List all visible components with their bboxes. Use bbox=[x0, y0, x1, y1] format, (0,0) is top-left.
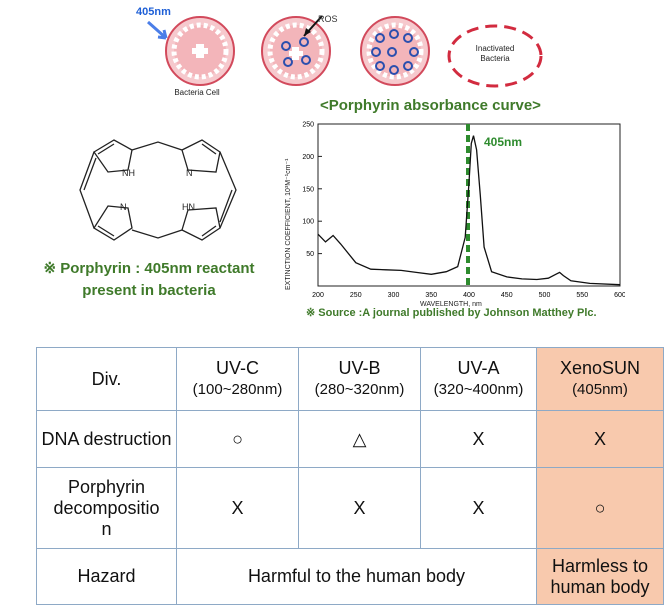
porph-uva: X bbox=[420, 467, 537, 549]
inactivated-bacteria-label: Inactivated Bacteria bbox=[475, 44, 515, 63]
absorbance-curve bbox=[317, 135, 621, 286]
inactivated-bacteria-icon bbox=[447, 24, 543, 88]
n-label: N bbox=[186, 168, 193, 178]
y-tick-label: 250 bbox=[302, 122, 314, 129]
x-tick-label: 350 bbox=[425, 292, 437, 299]
table-header-row: Div. UV-C(100~280nm) UV-B(280~320nm) UV-… bbox=[36, 347, 664, 411]
dna-uvc: ○ bbox=[176, 410, 299, 468]
porphyrin-note-line2: present in bacteria bbox=[82, 282, 216, 299]
damaged-cell-icon bbox=[360, 16, 430, 86]
y-axis-label: EXTINCTION COEFFICIENT, 10³M⁻¹cm⁻¹ bbox=[285, 158, 292, 290]
y-tick-label: 100 bbox=[302, 219, 314, 226]
dna-label: DNA destruction bbox=[36, 410, 177, 468]
uvc-header: UV-C(100~280nm) bbox=[176, 347, 299, 411]
porph-uvb: X bbox=[298, 467, 421, 549]
hazard-harmful: Harmful to the human body bbox=[176, 548, 537, 605]
uv-comparison-table: Div. UV-C(100~280nm) UV-B(280~320nm) UV-… bbox=[36, 347, 664, 605]
y-tick-label: 150 bbox=[302, 186, 314, 193]
ros-attacked-cell-icon bbox=[261, 15, 331, 86]
x-tick-label: 250 bbox=[350, 292, 362, 299]
x-tick-label: 200 bbox=[312, 292, 324, 299]
nh-label: NH bbox=[122, 168, 135, 178]
y-tick-label: 200 bbox=[302, 154, 314, 161]
porphyrin-molecule-diagram: NH N N HN bbox=[79, 139, 237, 241]
table-row-hazard: Hazard Harmful to the human body Harmles… bbox=[36, 548, 664, 605]
table-row-dna: DNA destruction ○ △ X X bbox=[36, 410, 664, 468]
source-text: A journal published by Johnson Matthey P… bbox=[362, 307, 597, 319]
uvb-header: UV-B(280~320nm) bbox=[298, 347, 421, 411]
y-tick-label: 50 bbox=[306, 251, 314, 258]
x-tick-label: 600 bbox=[614, 292, 625, 299]
light-wavelength-label: 405nm bbox=[136, 6, 171, 18]
bacteria-cell-label: Bacteria Cell bbox=[174, 88, 220, 97]
curve-title: <Porphyrin absorbance curve> bbox=[320, 97, 541, 114]
xenosun-header: XenoSUN(405nm) bbox=[536, 347, 664, 411]
peak-label: 405nm bbox=[484, 135, 522, 149]
porph-uvc: X bbox=[176, 467, 299, 549]
absorbance-spectrum-chart: EXTINCTION COEFFICIENT, 10³M⁻¹cm⁻¹ 250 20… bbox=[285, 122, 625, 309]
source-note: ※ Source :A journal published by Johnson… bbox=[306, 306, 597, 319]
div-header: Div. bbox=[36, 347, 177, 411]
x-tick-label: 450 bbox=[501, 292, 513, 299]
light-arrow-icon bbox=[147, 20, 168, 40]
n-label: N bbox=[120, 202, 127, 212]
source-prefix: ※ Source : bbox=[306, 307, 363, 319]
dna-uva: X bbox=[420, 410, 537, 468]
bacteria-inactivation-diagram bbox=[147, 15, 543, 88]
top-panel: 405nm ROS Bacteria Cell Inactivated Bact… bbox=[14, 6, 625, 319]
porphyrin-note-line1: ※ Porphyrin : 405nm reactant bbox=[43, 260, 255, 277]
uva-header: UV-A(320~400nm) bbox=[420, 347, 537, 411]
porphyrin-note: ※ Porphyrin : 405nm reactant present in … bbox=[14, 258, 284, 302]
ros-label: ROS bbox=[318, 14, 338, 24]
bacteria-cell-icon bbox=[165, 16, 235, 86]
dna-xeno: X bbox=[536, 410, 664, 468]
x-tick-label: 400 bbox=[463, 292, 475, 299]
x-tick-label: 550 bbox=[576, 292, 588, 299]
hn-label: HN bbox=[182, 202, 195, 212]
hazard-label: Hazard bbox=[36, 548, 177, 605]
x-tick-label: 300 bbox=[388, 292, 400, 299]
x-axis-label: WAVELENGTH, nm bbox=[420, 301, 482, 308]
porph-xeno: ○ bbox=[536, 467, 664, 549]
dna-uvb: △ bbox=[298, 410, 421, 468]
x-tick-label: 500 bbox=[539, 292, 551, 299]
